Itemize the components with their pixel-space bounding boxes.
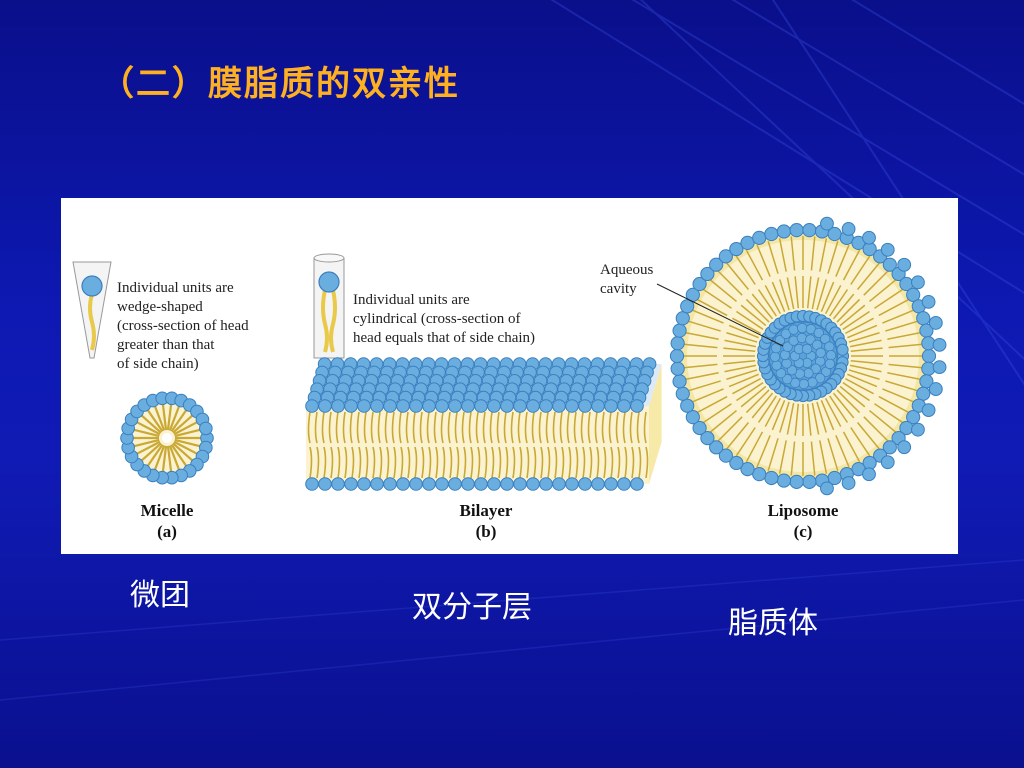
liposome-label: Liposome — [768, 501, 839, 520]
wedge-unit-icon — [72, 261, 112, 359]
micelle-note-line-2: wedge-shaped — [117, 299, 203, 315]
micelle-label: Micelle — [141, 501, 194, 520]
micelle-note-line-5: of side chain) — [117, 356, 199, 372]
caption-liposome: 脂质体 — [728, 606, 818, 641]
slide-title: （二）膜脂质的双亲性 — [100, 64, 460, 104]
bilayer-note-line-2: cylindrical (cross-section of — [353, 311, 520, 327]
bilayer-note-line-3: head equals that of side chain) — [353, 330, 535, 346]
figure-panel: Individual units are wedge-shaped (cross… — [61, 198, 958, 554]
micelle-drawing — [120, 391, 214, 485]
lipid-aggregates-figure: Individual units are wedge-shaped (cross… — [72, 216, 947, 541]
caption-bilayer: 双分子层 — [412, 590, 532, 625]
cavity-label-line-1: Aqueous — [600, 262, 653, 278]
bilayer-letter: (b) — [476, 522, 497, 541]
micelle-note-line-1: Individual units are — [117, 280, 234, 296]
cavity-label-line-2: cavity — [600, 281, 637, 297]
caption-micelle: 微团 — [130, 578, 190, 613]
liposome-letter: (c) — [794, 522, 813, 541]
bilayer-label: Bilayer — [460, 501, 513, 520]
cylinder-unit-icon — [313, 253, 345, 359]
micelle-note-line-4: greater than that — [117, 337, 215, 353]
bilayer-drawing — [305, 357, 662, 491]
bilayer-note-line-1: Individual units are — [353, 292, 470, 308]
liposome-drawing — [669, 216, 947, 496]
micelle-note-line-3: (cross-section of head — [117, 318, 249, 334]
micelle-letter: (a) — [157, 522, 177, 541]
cavity-pointer-line — [656, 283, 784, 347]
